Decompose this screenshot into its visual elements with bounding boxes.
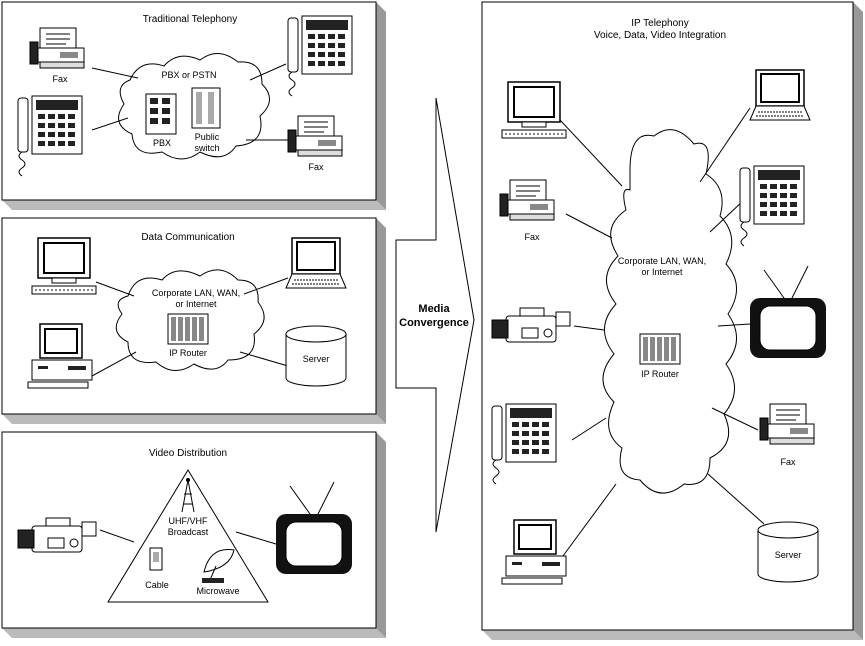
convergence-arrow: Media Convergence	[395, 97, 475, 533]
laptop-icon	[749, 69, 811, 121]
switch-icon	[191, 87, 221, 129]
cloud-label: PBX or PSTN	[161, 70, 216, 80]
panel-title: Video Distribution	[149, 448, 227, 459]
cloud-label-2: or Internet	[175, 299, 217, 309]
server-label: Server	[775, 550, 802, 560]
router-icon	[639, 333, 681, 365]
switch-label-2: switch	[194, 143, 219, 153]
cloud-label-2: or Internet	[641, 267, 683, 277]
ip-cloud	[602, 129, 737, 494]
panel-title: Traditional Telephony	[143, 14, 238, 25]
panel-title: Data Communication	[141, 232, 234, 243]
video-distribution-panel: Video Distribution UHF/VHF Broadcast Cab…	[1, 431, 386, 638]
cloud-label-1: Corporate LAN, WAN,	[618, 256, 706, 266]
fax-right-label: Fax	[308, 162, 324, 172]
fax-left-label: Fax	[524, 232, 540, 242]
computer-icon	[31, 237, 97, 295]
cable-icon	[149, 547, 163, 571]
broadcast-label-1: UHF/VHF	[169, 516, 208, 526]
switch-label-1: Public	[195, 132, 220, 142]
router-icon	[167, 313, 209, 345]
laptop-icon	[285, 237, 347, 289]
panel-title: IP Telephony	[631, 18, 688, 29]
cloud-label-1: Corporate LAN, WAN,	[152, 288, 240, 298]
server-label: Server	[303, 354, 330, 364]
panel-subtitle: Voice, Data, Video Integration	[594, 30, 726, 41]
computer-icon	[501, 81, 567, 139]
traditional-telephony-panel: Traditional Telephony PBX or PSTN PBX Pu…	[1, 1, 386, 210]
router-label: IP Router	[169, 348, 207, 358]
convergence-label-2: Convergence	[399, 317, 469, 329]
cable-label: Cable	[145, 580, 169, 590]
pbx-label: PBX	[153, 138, 171, 148]
ip-telephony-panel: IP Telephony Voice, Data, Video Integrat…	[481, 1, 863, 640]
broadcast-label-2: Broadcast	[168, 527, 209, 537]
router-label: IP Router	[641, 369, 679, 379]
broadcast-triangle	[107, 469, 269, 603]
antenna-tower-icon	[181, 478, 195, 513]
pbx-icon	[145, 93, 177, 135]
convergence-label-1: Media	[418, 303, 450, 315]
microwave-label: Microwave	[196, 586, 239, 596]
satellite-dish-icon	[202, 548, 235, 583]
data-communication-panel: Data Communication Corporate LAN, WAN, o…	[1, 217, 386, 424]
fax-right-label: Fax	[780, 457, 796, 467]
fax-left-label: Fax	[52, 74, 68, 84]
